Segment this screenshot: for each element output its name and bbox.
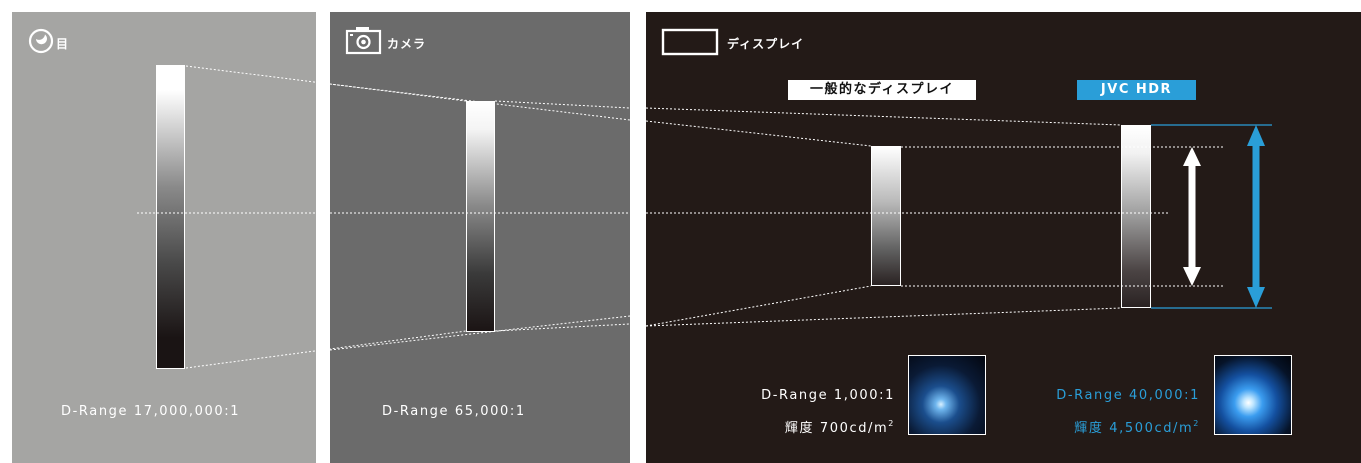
normal-drange: D-Range 1,000:1 bbox=[761, 388, 895, 403]
hdr-display-range-bar bbox=[1121, 125, 1151, 308]
hdr-luminance-unit-sup: 2 bbox=[1193, 419, 1200, 428]
normal-luminance: 輝度 700cd/m2 bbox=[785, 417, 895, 436]
normal-display-label: 一般的なディスプレイ bbox=[788, 80, 976, 100]
eye-range-bar bbox=[156, 65, 185, 369]
camera-icon bbox=[345, 27, 382, 55]
eye-icon bbox=[28, 28, 54, 54]
normal-range-arrow bbox=[1183, 147, 1201, 286]
camera-drange: D-Range 65,000:1 bbox=[382, 404, 526, 419]
hdr-display-label: JVC HDR bbox=[1077, 80, 1196, 100]
display-title: ディスプレイ bbox=[727, 37, 805, 51]
camera-range-bar bbox=[466, 101, 495, 332]
normal-display-range-bar bbox=[871, 146, 901, 286]
normal-luminance-unit-sup: 2 bbox=[888, 419, 895, 428]
hdr-display-sample-image bbox=[1214, 355, 1292, 435]
hdr-drange: D-Range 40,000:1 bbox=[1056, 388, 1200, 403]
eye-drange: D-Range 17,000,000:1 bbox=[61, 404, 241, 419]
hdr-luminance-label: 輝度 bbox=[1074, 421, 1104, 436]
display-icon bbox=[661, 28, 719, 56]
camera-title: カメラ bbox=[387, 37, 427, 51]
normal-luminance-label: 輝度 bbox=[784, 421, 815, 436]
hdr-luminance: 輝度 4,500cd/m2 bbox=[1074, 417, 1200, 436]
hdr-range-arrow bbox=[1247, 125, 1265, 308]
eye-title: 目 bbox=[56, 37, 70, 51]
normal-luminance-value: 700cd/m bbox=[819, 421, 889, 436]
normal-display-sample-image bbox=[908, 355, 986, 435]
hdr-luminance-value: 4,500cd/m bbox=[1109, 421, 1194, 436]
